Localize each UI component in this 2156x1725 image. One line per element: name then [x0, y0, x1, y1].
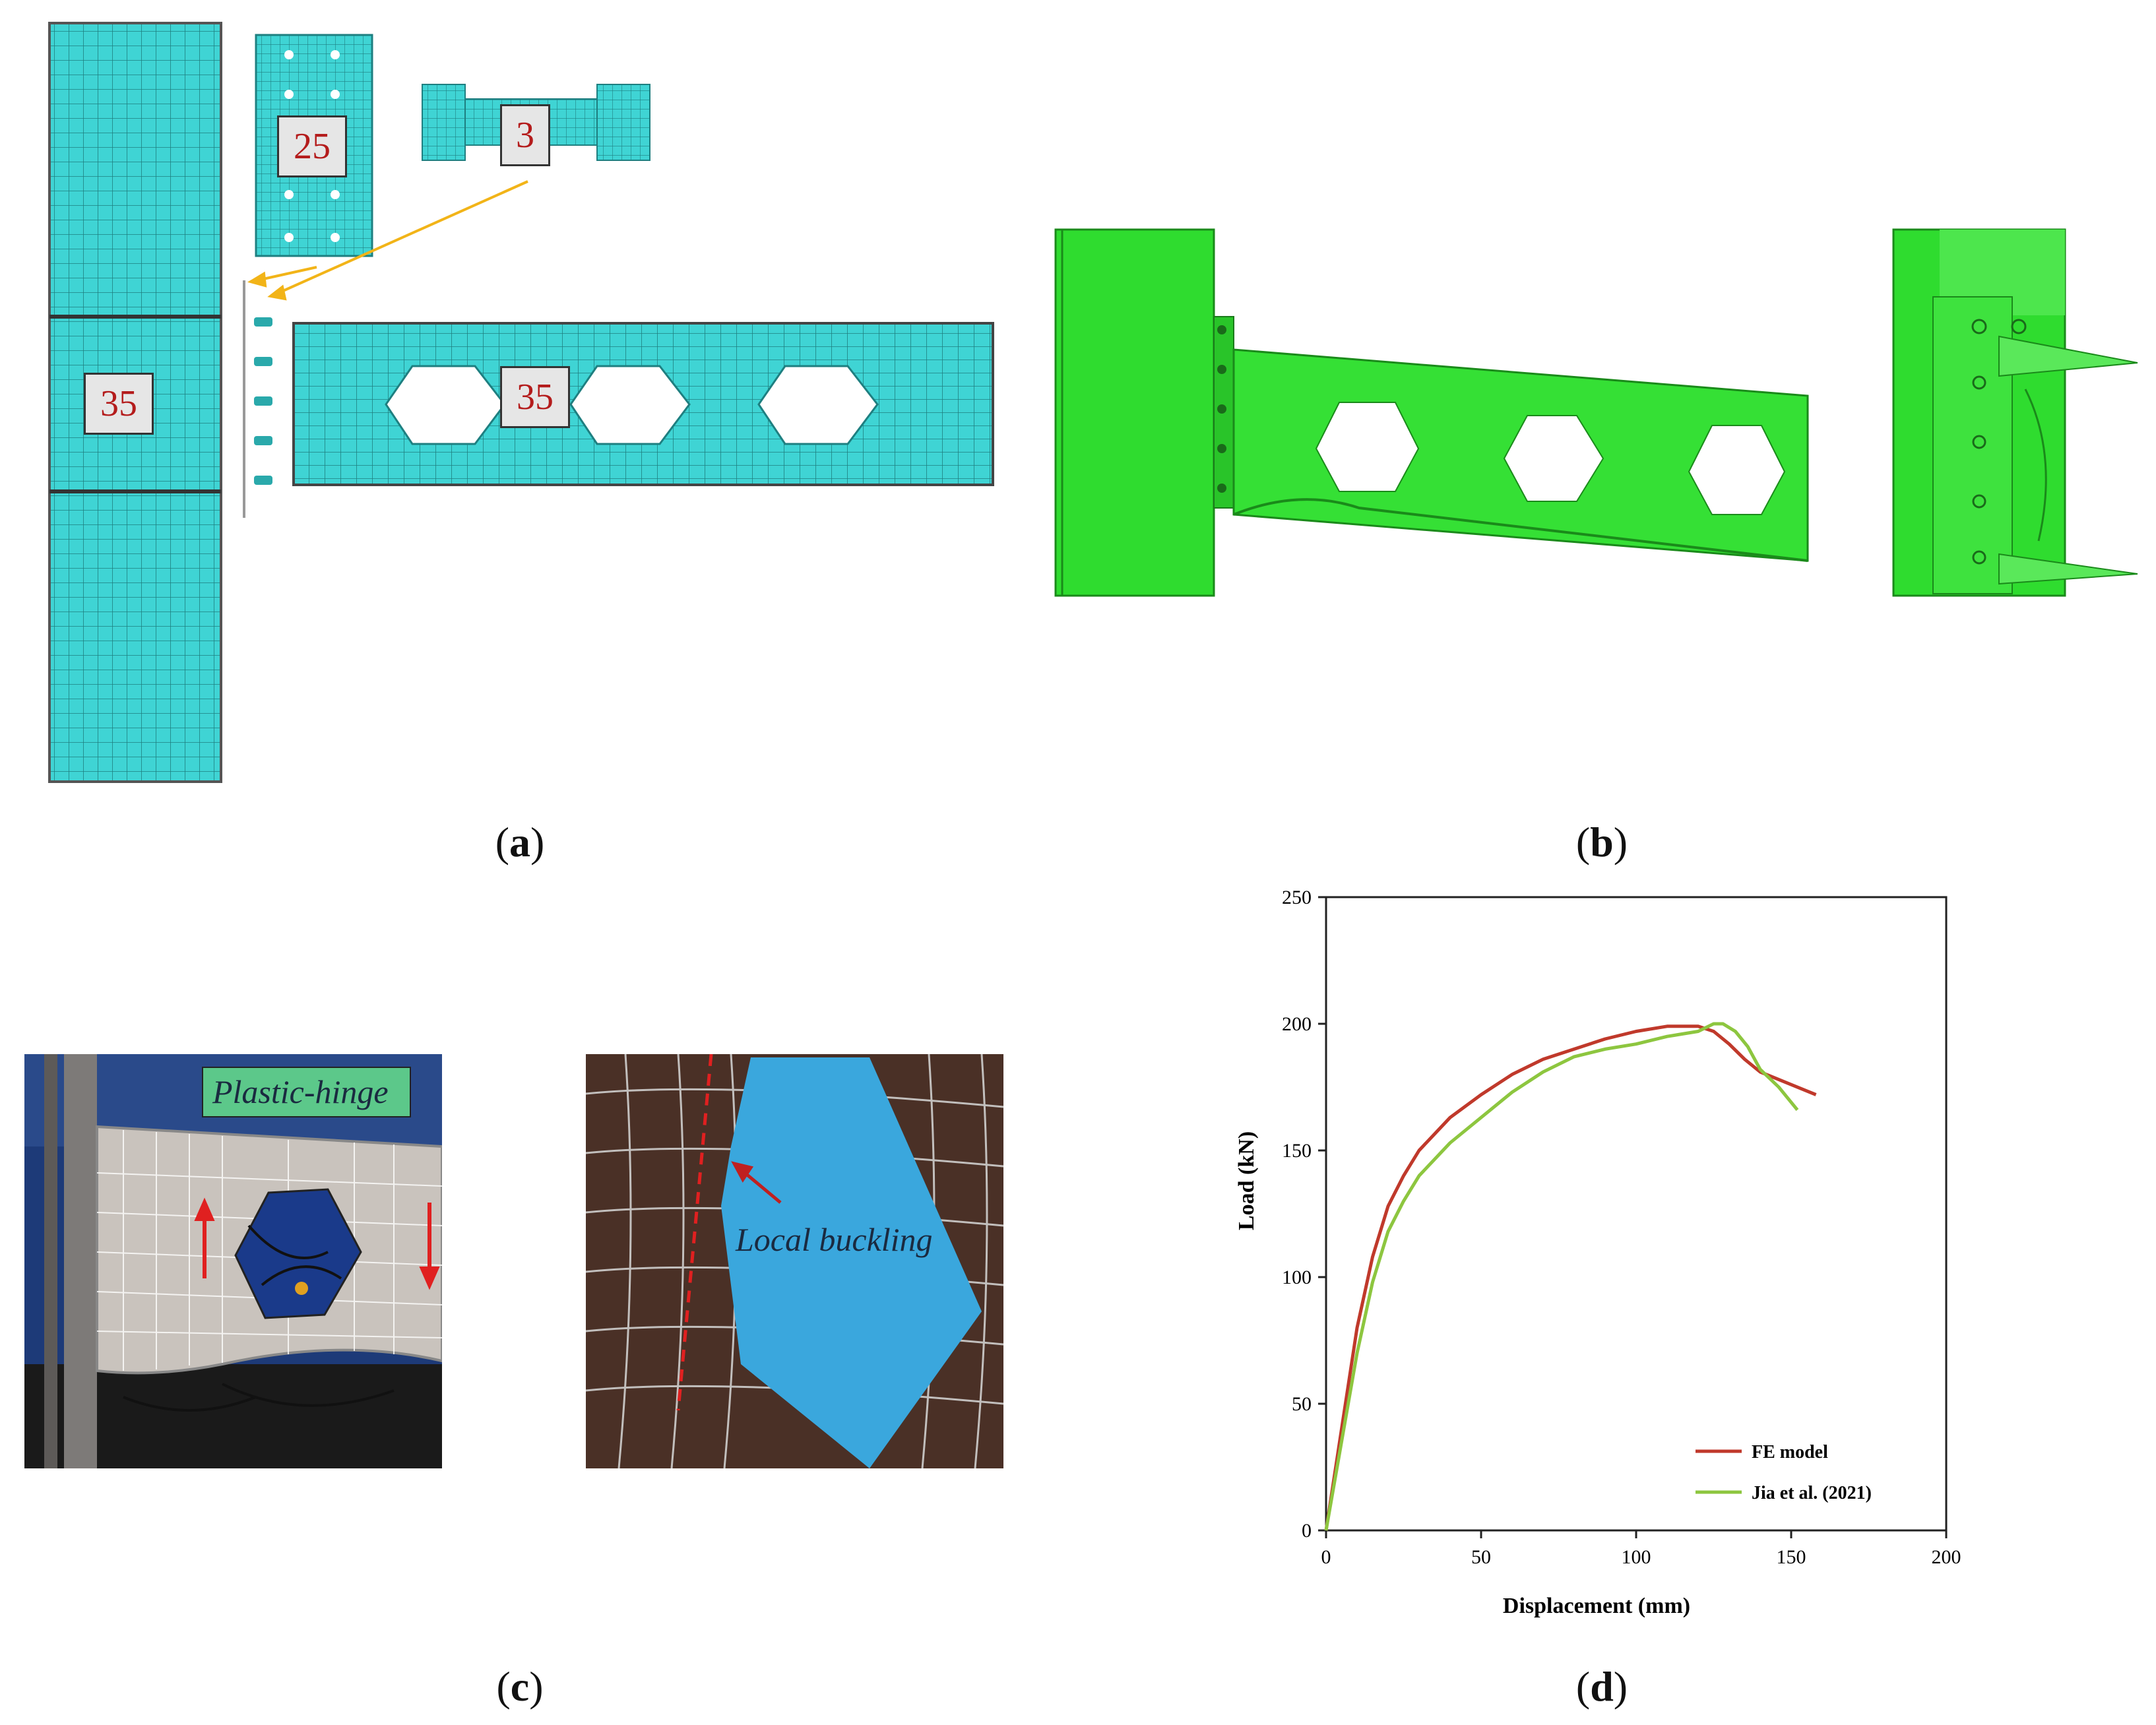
legend-label: Jia et al. (2021)	[1752, 1483, 1872, 1503]
beam-thickness-label: 35	[500, 366, 570, 428]
panel-c-photo-plastic-hinge	[24, 1054, 442, 1468]
panel-a-mesh	[48, 22, 994, 783]
y-tick-label: 150	[1282, 1140, 1312, 1162]
x-tick-label: 0	[1321, 1546, 1331, 1568]
panel-c-photo-local-buckling	[586, 1054, 1003, 1468]
bolt-row	[254, 317, 272, 485]
legend-label: FE model	[1752, 1442, 1828, 1462]
deformed-connection-side	[1892, 228, 2138, 597]
x-tick-label: 200	[1932, 1546, 1961, 1568]
chart-series	[1324, 1022, 1817, 1531]
x-tick-label: 100	[1622, 1546, 1651, 1568]
x-tick-label: 50	[1471, 1546, 1491, 1568]
caption-b: (b)	[1575, 819, 1628, 865]
y-tick-label: 200	[1282, 1013, 1312, 1035]
series-line-jia-2021	[1324, 1022, 1799, 1531]
deformed-connection-front	[1054, 228, 1809, 597]
caption-a: (a)	[495, 819, 545, 865]
endplate-thickness-label: 25	[277, 115, 347, 177]
chart-axes: 0 50 100 150 200 0 50 100 150 200 250	[1282, 887, 1961, 1568]
x-tick-label: 150	[1777, 1546, 1806, 1568]
y-tick-label: 0	[1302, 1520, 1312, 1542]
column-thickness-label: 35	[84, 373, 154, 435]
castellated-beam-mesh	[292, 322, 994, 486]
plastic-hinge-label: Plastic-hinge	[212, 1073, 389, 1110]
x-axis-label: Displacement (mm)	[1503, 1594, 1690, 1618]
panel-d-load-displacement-chart: 0 50 100 150 200 0 50 100 150 200 250 FE modelJia …	[1234, 887, 1961, 1618]
plot-frame	[1325, 896, 1948, 1532]
bolt-label: 3	[500, 104, 550, 166]
series-line-fe-model	[1324, 1024, 1817, 1531]
y-axis-label: Load (kN)	[1234, 1131, 1259, 1230]
y-tick-label: 250	[1282, 887, 1312, 908]
caption-c: (c)	[496, 1663, 544, 1710]
local-buckling-label: Local buckling	[736, 1221, 933, 1258]
y-tick-label: 100	[1282, 1267, 1312, 1288]
callout-arrows	[247, 180, 528, 301]
panel-b-deformed-model	[1054, 228, 2138, 597]
caption-d: (d)	[1575, 1663, 1628, 1710]
y-tick-label: 50	[1292, 1393, 1312, 1415]
